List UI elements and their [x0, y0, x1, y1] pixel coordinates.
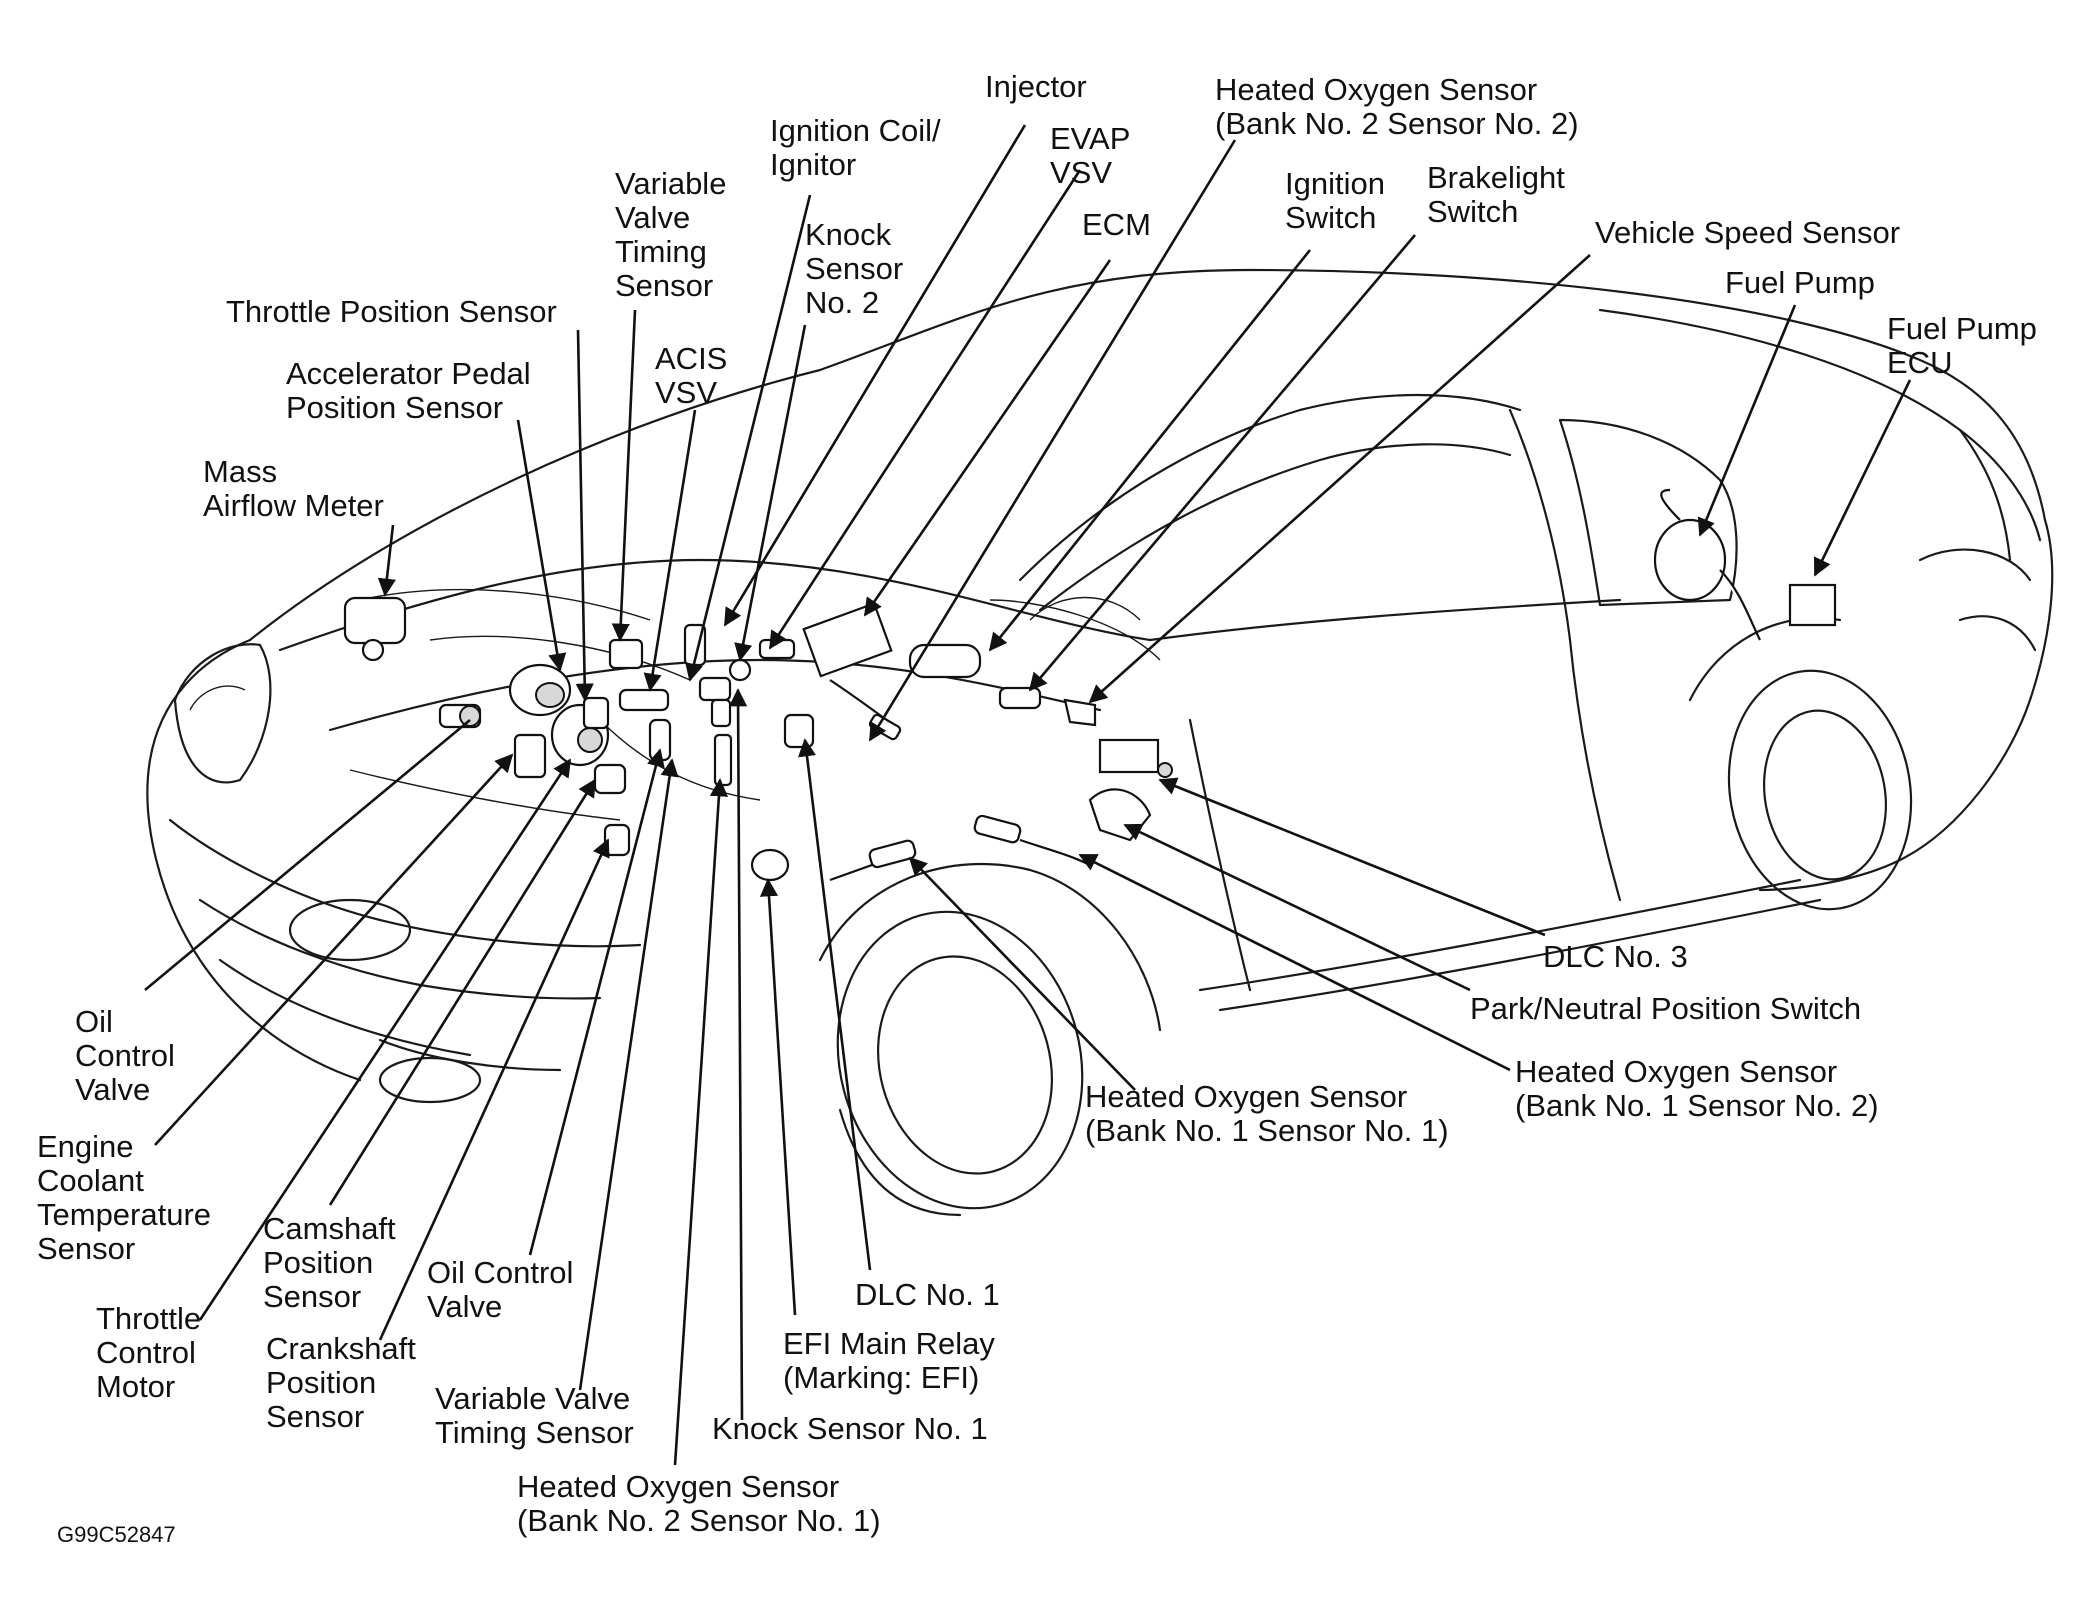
ho2s-b2s2-part: [829, 679, 902, 741]
brakelight-switch-part: [998, 686, 1042, 710]
label-ho2s-bank2-sensor2: Heated Oxygen Sensor (Bank No. 2 Sensor …: [1215, 72, 1579, 141]
label-acis-vsv: ACIS VSV: [655, 341, 728, 410]
label-camshaft-position: Camshaft Position Sensor: [263, 1211, 396, 1314]
label-efi-main-relay: EFI Main Relay (Marking: EFI): [783, 1326, 995, 1395]
label-accelerator-pedal-sensor: Accelerator Pedal Position Sensor: [286, 356, 531, 425]
label-ecm: ECM: [1082, 207, 1151, 242]
ignition-coil-part: [698, 676, 732, 702]
fuel-pump-part: [1653, 488, 1761, 641]
throttle-body-part: [508, 663, 572, 717]
label-throttle-position-sensor: Throttle Position Sensor: [226, 294, 557, 329]
label-ignition-coil: Ignition Coil/ Ignitor: [770, 113, 941, 182]
label-vvt-sensor-top: Variable Valve Timing Sensor: [615, 166, 727, 303]
label-dlc3: DLC No. 3: [1543, 939, 1688, 974]
crankshaft-sensor-part: [603, 823, 631, 857]
component-parts: [343, 488, 1837, 882]
mass-airflow-meter-part: [343, 596, 407, 662]
ecm-part: [802, 602, 893, 678]
efi-relay-part: [783, 713, 815, 749]
label-mass-airflow-meter: Mass Airflow Meter: [203, 454, 384, 523]
label-park-neutral-switch: Park/Neutral Position Switch: [1470, 991, 1862, 1026]
label-vehicle-speed-sensor: Vehicle Speed Sensor: [1595, 215, 1901, 250]
throttle-control-motor-part: [513, 733, 547, 779]
label-engine-coolant-temp: Engine Coolant Temperature Sensor: [37, 1129, 212, 1266]
car-body-outline: [146, 268, 2054, 1217]
ho2s-b1s2-part: [973, 814, 1091, 866]
label-dlc1: DLC No. 1: [855, 1277, 1000, 1312]
ho2s-b2s1-part: [713, 733, 733, 787]
label-fuel-pump-ecu: Fuel Pump ECU: [1887, 311, 2037, 380]
label-evap-vsv: EVAP VSV: [1050, 121, 1131, 190]
dlc3-part: [1098, 738, 1173, 778]
evap-vsv-part: [758, 638, 796, 660]
knock-sensor-1-part: [710, 698, 732, 728]
label-knock-sensor-2: Knock Sensor No. 2: [805, 217, 904, 320]
label-brakelight-switch: Brakelight Switch: [1427, 160, 1565, 229]
acis-vsv-part: [618, 688, 670, 712]
ho2s-b1s1-part: [829, 839, 917, 882]
oil-control-valve-part: [438, 703, 482, 729]
label-knock-sensor-1: Knock Sensor No. 1: [712, 1411, 988, 1446]
label-ho2s-bank1-sensor2: Heated Oxygen Sensor (Bank No. 1 Sensor …: [1515, 1054, 1879, 1123]
label-ho2s-bank1-sensor1: Heated Oxygen Sensor (Bank No. 1 Sensor …: [1085, 1079, 1449, 1148]
knock-sensor-2-part: [728, 658, 752, 682]
label-injector: Injector: [985, 69, 1087, 104]
figure-code: G99C52847: [57, 1522, 176, 1547]
label-fuel-pump: Fuel Pump: [1725, 265, 1875, 300]
label-ignition-switch: Ignition Switch: [1285, 166, 1385, 235]
relay-part: [750, 848, 790, 882]
vvt-sensor-part: [608, 638, 644, 670]
fuel-pump-ecu-part: [1788, 583, 1837, 627]
label-throttle-control-motor: Throttle Control Motor: [96, 1301, 202, 1404]
label-vvt-sensor-bottom: Variable Valve Timing Sensor: [435, 1381, 634, 1450]
camshaft-sensor-part: [593, 763, 627, 795]
ignition-switch-part: [908, 643, 982, 679]
label-crankshaft-position: Crankshaft Position Sensor: [266, 1331, 416, 1434]
vehicle-speed-sensor-part: [1063, 698, 1097, 727]
label-oil-control-valve-left: Oil Control Valve: [75, 1004, 175, 1107]
label-ho2s-bank2-sensor1: Heated Oxygen Sensor (Bank No. 2 Sensor …: [517, 1469, 881, 1538]
leader-lines: [144, 124, 1912, 1466]
label-oil-control-valve-mid: Oil Control Valve: [427, 1255, 574, 1324]
accelerator-sensor-part: [582, 696, 610, 730]
